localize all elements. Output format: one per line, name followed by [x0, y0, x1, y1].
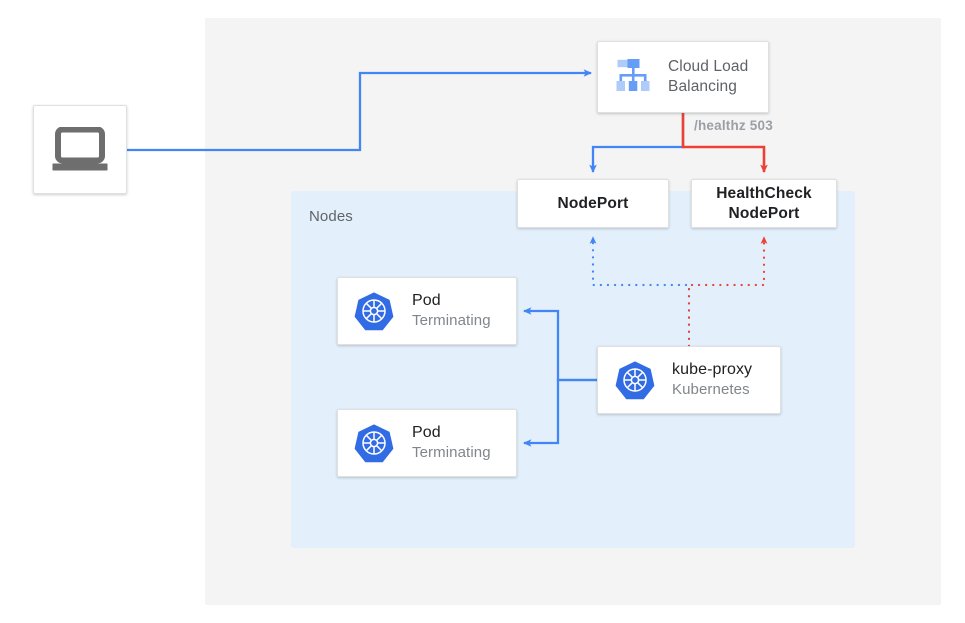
cloud-load-balancing-icon — [616, 59, 650, 91]
clb-label-line2: Balancing — [668, 78, 737, 95]
nodeport-label: NodePort — [557, 194, 629, 212]
healthcheck-label-line1: HealthCheck — [716, 184, 812, 202]
pod-title-2: Pod — [412, 424, 441, 442]
pod-title-1: Pod — [412, 292, 441, 310]
kubernetes-icon — [354, 424, 394, 463]
nodeport-node[interactable]: NodePort — [517, 179, 669, 228]
pod-text-1: Pod Terminating — [412, 291, 491, 331]
kube-proxy-node[interactable]: kube-proxy Kubernetes — [597, 346, 781, 414]
client-node[interactable] — [33, 105, 127, 194]
cloud-load-balancing-node[interactable]: Cloud Load Balancing — [597, 41, 769, 113]
kubernetes-icon — [354, 292, 394, 331]
kube-proxy-text: kube-proxy Kubernetes — [672, 360, 752, 400]
clb-label-line1: Cloud Load — [668, 57, 749, 75]
kubernetes-icon — [615, 361, 655, 400]
pod-status-2: Terminating — [412, 444, 491, 462]
healthcheck-nodeport-node[interactable]: HealthCheck NodePort — [691, 179, 837, 228]
pod-node-2[interactable]: Pod Terminating — [337, 409, 517, 477]
nodes-panel-label: Nodes — [309, 208, 353, 225]
kube-proxy-title: kube-proxy — [672, 361, 753, 379]
kube-proxy-subtitle: Kubernetes — [672, 381, 750, 399]
laptop-icon — [52, 126, 108, 170]
pod-text-2: Pod Terminating — [412, 423, 491, 463]
pod-node-1[interactable]: Pod Terminating — [337, 277, 517, 345]
healthcheck-label-line2: NodePort — [728, 204, 800, 222]
pod-status-1: Terminating — [412, 312, 491, 330]
cloud-load-balancing-label: Cloud Load Balancing — [668, 57, 748, 98]
healthz-edge-label: /healthz 503 — [694, 118, 773, 133]
